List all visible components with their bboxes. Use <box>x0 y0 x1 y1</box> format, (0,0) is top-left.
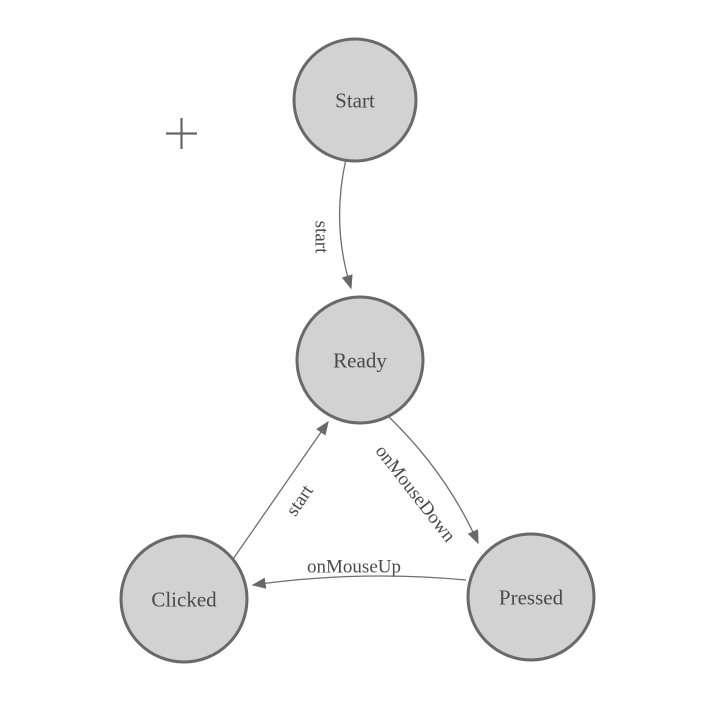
edge-label-ready-to-pressed: onMouseDown <box>371 441 460 547</box>
edge-label-pressed-to-clicked: onMouseUp <box>307 557 401 578</box>
edge-clicked-to-ready[interactable] <box>230 420 329 563</box>
edge-pressed-to-clicked[interactable] <box>251 575 467 589</box>
state-node-start-circle[interactable] <box>292 37 418 163</box>
state-node-pressed[interactable]: Pressed <box>466 532 596 662</box>
state-node-clicked-circle[interactable] <box>119 534 249 664</box>
edge-start-to-ready[interactable] <box>338 158 353 290</box>
state-node-pressed-label: Pressed <box>499 585 564 609</box>
edge-ready-to-pressed[interactable] <box>387 415 479 545</box>
state-node-ready-label: Ready <box>333 348 387 372</box>
edge-label-start-to-ready: start <box>310 221 331 254</box>
edge-label-clicked-to-ready: start <box>282 481 318 520</box>
state-node-clicked-label: Clicked <box>151 587 217 611</box>
state-node-pressed-circle[interactable] <box>466 532 596 662</box>
state-node-clicked[interactable]: Clicked <box>119 534 249 664</box>
state-node-ready-circle[interactable] <box>295 295 425 425</box>
state-node-ready[interactable]: Ready <box>295 295 425 425</box>
plus-crosshair-icon <box>166 118 197 149</box>
state-node-start-label: Start <box>335 88 375 112</box>
state-node-start[interactable]: Start <box>292 37 418 163</box>
